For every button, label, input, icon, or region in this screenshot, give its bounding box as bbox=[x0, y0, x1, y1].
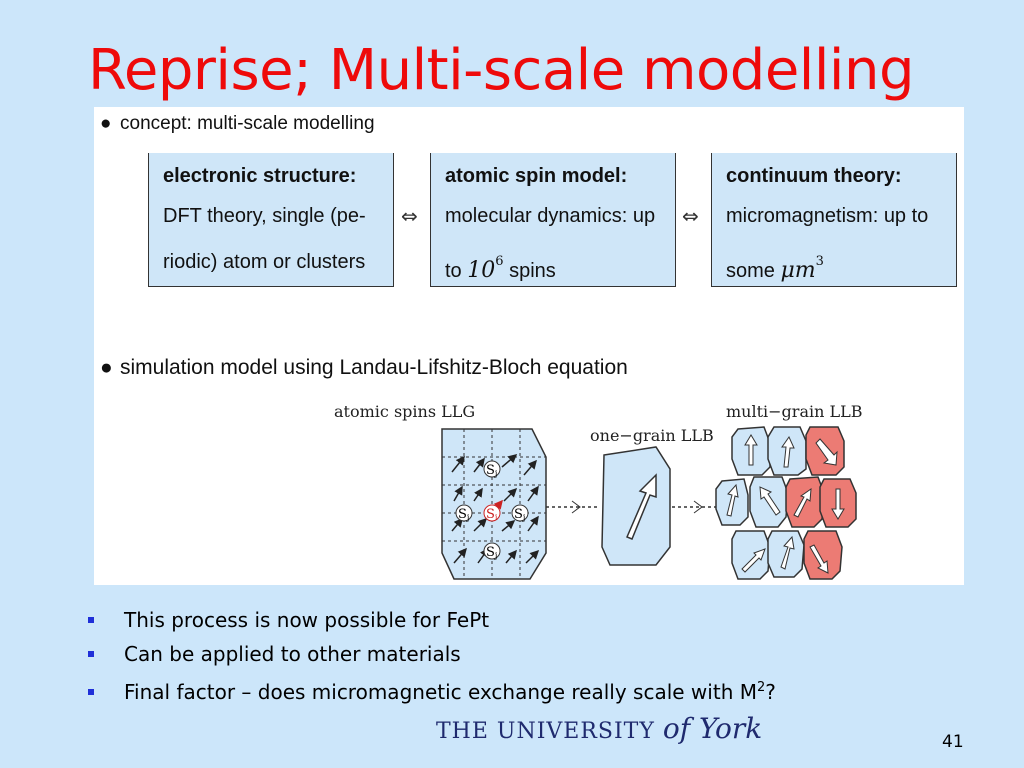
one-grain bbox=[601, 446, 671, 566]
box-line: to 106 spins bbox=[445, 239, 661, 285]
logo-the: THE bbox=[436, 719, 489, 744]
box-line: DFT theory, single (pe- bbox=[163, 205, 366, 227]
spin-label: Sj bbox=[486, 463, 497, 478]
label-one-grain: one−grain LLB bbox=[590, 426, 714, 445]
continuum-theory-box: continuum theory: micromagnetism: up to … bbox=[711, 153, 957, 287]
math-base: μm bbox=[780, 258, 816, 283]
equivalence-arrow-icon: ⇔ bbox=[682, 204, 699, 228]
slide-bullet: Final factor – does micromagnetic exchan… bbox=[88, 671, 776, 705]
panel-bullet-concept: ● concept: multi-scale modelling bbox=[100, 113, 375, 135]
math-exponent: 6 bbox=[495, 254, 504, 269]
slide-bullet-text: Can be applied to other materials bbox=[124, 642, 461, 666]
box-heading: continuum theory: bbox=[726, 165, 902, 187]
slide-bullets: This process is now possible for FePt Ca… bbox=[88, 603, 776, 705]
square-bullet-icon bbox=[88, 688, 94, 695]
square-bullet-icon bbox=[88, 650, 94, 657]
atomic-spin-model-box: atomic spin model: molecular dynamics: u… bbox=[430, 153, 676, 287]
logo-university: UNIVERSITY bbox=[496, 719, 655, 744]
slide-title: Reprise; Multi-scale modelling bbox=[88, 38, 914, 103]
slide-bullet: This process is now possible for FePt bbox=[88, 603, 776, 637]
math-exponent: 3 bbox=[815, 254, 824, 269]
slide-bullet: Can be applied to other materials bbox=[88, 637, 776, 671]
logo-of-york: of York bbox=[662, 712, 763, 745]
superscript: 2 bbox=[756, 680, 766, 695]
slide-bullet-text: Final factor – does micromagnetic exchan… bbox=[124, 680, 757, 704]
box-line: molecular dynamics: up bbox=[445, 205, 656, 227]
panel-bullet-simulation-text: simulation model using Landau-Lifshitz-B… bbox=[120, 356, 628, 379]
math-base: 10 bbox=[467, 258, 496, 283]
box-line: micromagnetism: up to bbox=[726, 205, 929, 227]
connector-arrow-icon bbox=[571, 500, 581, 514]
box-heading: atomic spin model: bbox=[445, 165, 628, 187]
spin-label: Si bbox=[486, 507, 498, 522]
panel-bullet-simulation: ● simulation model using Landau-Lifshitz-… bbox=[100, 356, 628, 380]
box-heading: electronic structure: bbox=[163, 165, 357, 187]
multiscale-diagram: atomic spins LLG one−grain LLB multi−gra… bbox=[334, 402, 863, 580]
slide-bullet-text: This process is now possible for FePt bbox=[124, 608, 490, 632]
bullet-dot-icon: ● bbox=[100, 113, 112, 134]
grain-arrow-icon bbox=[726, 434, 845, 574]
slide-bullet-text-end: ? bbox=[765, 680, 776, 704]
bullet-dot-icon: ● bbox=[100, 356, 113, 379]
box-text: to bbox=[445, 260, 462, 282]
university-logo: THE UNIVERSITY of York bbox=[436, 712, 762, 745]
panel-bullet-concept-text: concept: multi-scale modelling bbox=[120, 113, 375, 134]
box-line: some μm3 bbox=[726, 239, 942, 285]
connector-arrow-icon bbox=[693, 500, 703, 514]
label-multi-grain: multi−grain LLB bbox=[726, 402, 863, 421]
figure-panel: ● concept: multi-scale modelling electron… bbox=[94, 107, 964, 585]
electronic-structure-box: electronic structure: DFT theory, single… bbox=[148, 153, 394, 287]
square-bullet-icon bbox=[88, 616, 94, 623]
spin-label: Sj bbox=[458, 507, 469, 522]
label-atomic-spins: atomic spins LLG bbox=[334, 402, 475, 421]
box-math: μm3 bbox=[780, 254, 823, 283]
equivalence-arrow-icon: ⇔ bbox=[401, 204, 418, 228]
box-text: spins bbox=[509, 260, 556, 282]
box-line: riodic) atom or clusters bbox=[163, 251, 366, 273]
spin-label: Sj bbox=[486, 545, 497, 560]
spin-label: Sj bbox=[514, 507, 525, 522]
box-math: 106 bbox=[467, 254, 503, 283]
page-number: 41 bbox=[942, 732, 964, 752]
box-text: some bbox=[726, 260, 775, 282]
atomic-spin-lattice: Sj Sj Si Sj Sj bbox=[441, 428, 547, 580]
